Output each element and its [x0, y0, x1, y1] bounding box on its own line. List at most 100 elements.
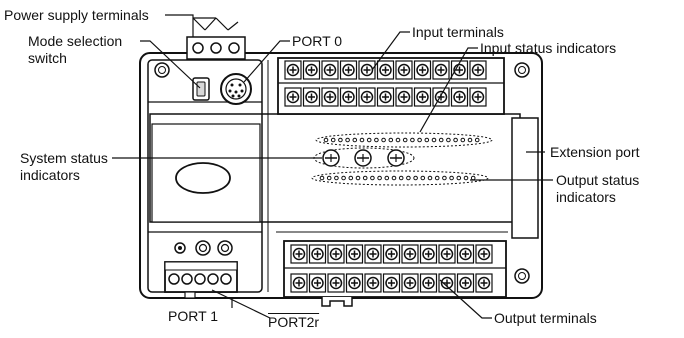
output-terminal-screw [419, 273, 438, 293]
output-terminal-screw [327, 273, 345, 293]
input-terminal-block [277, 57, 505, 115]
output-terminal-screw [401, 273, 419, 293]
input-status-led [453, 137, 458, 143]
input-terminal-screw [413, 60, 432, 80]
input-status-led [417, 137, 422, 143]
input-terminal-screw [284, 87, 302, 107]
input-terminal-screw [395, 87, 413, 107]
system-status-led-group [313, 147, 415, 169]
input-status-led [338, 137, 343, 143]
output-status-led [463, 175, 469, 181]
output-terminal-screw [382, 244, 401, 264]
input-status-led [446, 137, 451, 143]
output-terminal-screw [438, 273, 456, 293]
output-terminal-screw [438, 244, 456, 264]
output-terminal-screw [290, 273, 308, 293]
input-status-led [474, 137, 480, 143]
input-status-led-row [315, 132, 493, 148]
output-status-led [377, 175, 382, 181]
output-status-led [456, 175, 462, 181]
output-status-led [427, 175, 433, 181]
output-terminal-screw [327, 244, 345, 264]
input-terminal-screw [339, 60, 358, 80]
input-status-led [352, 137, 358, 143]
output-status-led [406, 175, 411, 181]
leader-lines [112, 14, 553, 319]
mode-selection-switch-label-line1: Mode selection [28, 33, 123, 49]
input-status-led [345, 137, 350, 143]
input-terminal-screw [339, 87, 358, 107]
input-status-led [395, 137, 401, 143]
input-terminal-screw [358, 87, 376, 107]
input-terminal-screw [284, 60, 302, 80]
port0-connector [220, 73, 252, 105]
output-terminal-block [283, 240, 507, 307]
input-status-led [388, 137, 394, 143]
mode-selection-switch [192, 77, 210, 101]
output-terminal-screw [308, 244, 327, 264]
output-status-led [334, 175, 339, 181]
output-status-led-row [311, 170, 489, 186]
input-terminal-screw [376, 60, 395, 80]
port1-label: PORT 1 [168, 308, 219, 324]
output-terminal-screw [401, 244, 419, 264]
output-status-led [355, 175, 361, 181]
output-status-led [449, 175, 454, 181]
extension-port-label: Extension port [550, 144, 640, 160]
output-terminal-screw [456, 273, 475, 293]
port0-label: PORT 0 [292, 33, 343, 49]
system-status-indicators-label-line1: System status [20, 150, 108, 166]
input-status-led [402, 137, 408, 143]
power-supply-terminal-block [186, 17, 246, 60]
output-terminals-label: Output terminals [494, 310, 597, 326]
output-terminal-screw [345, 244, 364, 264]
input-terminals-label: Input terminals [412, 24, 504, 40]
output-status-led [370, 175, 375, 181]
output-status-led [341, 175, 346, 181]
output-status-led [442, 175, 447, 181]
input-status-led [467, 137, 473, 143]
output-status-led [434, 175, 440, 181]
output-status-led [319, 175, 325, 181]
input-terminal-screw [450, 87, 469, 107]
input-terminal-screw [395, 60, 413, 80]
output-status-led [384, 175, 390, 181]
input-status-led [359, 137, 365, 143]
power-supply-terminals-label: Power supply terminals [4, 7, 149, 23]
output-terminal-screw [419, 244, 438, 264]
input-status-led [431, 137, 437, 143]
input-status-led [460, 137, 466, 143]
output-status-indicators-label-line2: indicators [556, 189, 616, 205]
output-status-led [348, 175, 354, 181]
output-terminal-screw [364, 273, 382, 293]
output-terminal-screw [290, 244, 308, 264]
input-terminal-screw [302, 60, 321, 80]
input-terminal-screw [469, 60, 487, 80]
output-status-led [413, 175, 418, 181]
input-status-led [366, 137, 372, 143]
output-terminal-screw [475, 273, 493, 293]
input-status-led [424, 137, 430, 143]
output-status-led [362, 175, 368, 181]
output-status-led [398, 175, 404, 181]
output-terminal-screw [456, 244, 475, 264]
input-terminal-screw [432, 60, 450, 80]
input-status-indicators-label: Input status indicators [480, 40, 617, 56]
input-status-led [330, 137, 336, 143]
input-terminal-screw [302, 87, 321, 107]
input-status-led [374, 137, 379, 143]
input-terminal-screw [469, 87, 487, 107]
input-status-led [410, 137, 415, 143]
output-status-led [420, 175, 426, 181]
system-status-indicators-label-line2: indicators [20, 167, 80, 183]
output-status-led [391, 175, 397, 181]
output-status-led [470, 175, 476, 181]
port2r-label: PORT2r [268, 314, 320, 330]
input-status-led [438, 137, 444, 143]
input-status-led [323, 137, 329, 143]
output-terminal-screw [364, 244, 382, 264]
input-terminal-screw [432, 87, 450, 107]
output-terminal-screw [308, 273, 327, 293]
input-terminal-screw [413, 87, 432, 107]
